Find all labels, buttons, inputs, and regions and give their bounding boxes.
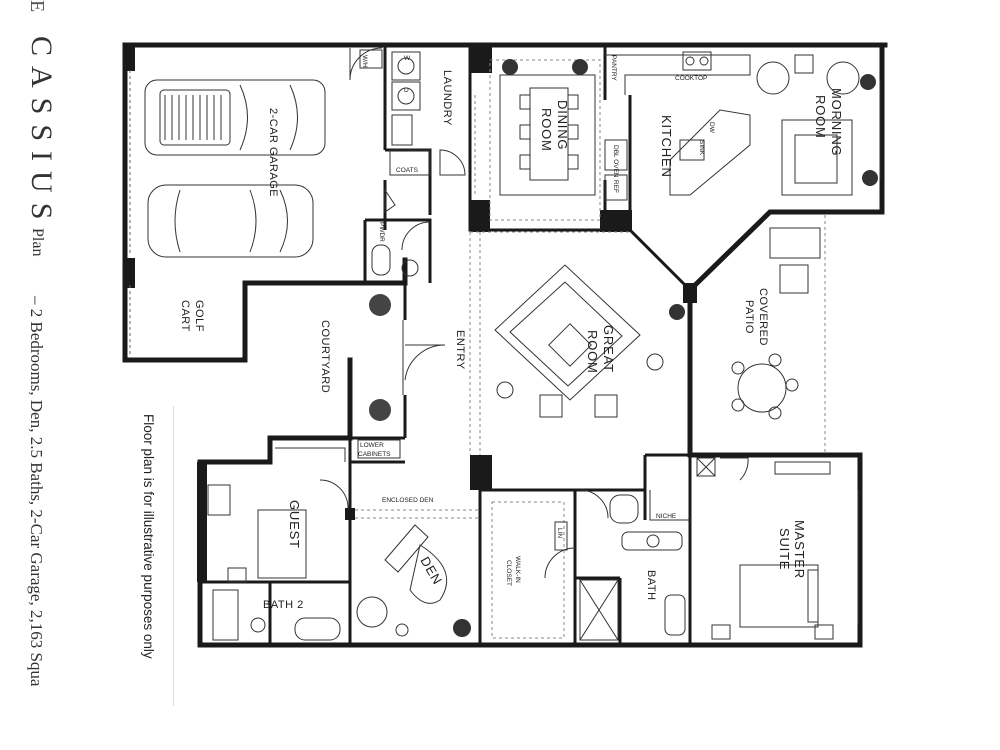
guest-room-label: GUEST — [287, 500, 302, 549]
lower-cabinets-label-1: LOWER — [360, 442, 384, 449]
double-oven-label: DBL OVEN — [612, 145, 619, 178]
entry-door — [402, 320, 446, 395]
master-suite-label-1: MASTER — [792, 520, 807, 579]
master-suite-furniture — [696, 457, 859, 640]
walk-in-closet-label-1: WALK-IN — [514, 556, 521, 583]
great-room-furniture — [494, 264, 664, 418]
garage-cars — [144, 79, 326, 258]
dining-label-1: DINING — [555, 100, 570, 150]
structural-columns — [123, 43, 697, 582]
morning-room-label-1: MORNING — [829, 88, 844, 156]
golf-cart-label-2: CART — [179, 300, 191, 332]
dining-furniture — [499, 74, 596, 196]
coats-label: COATS — [396, 167, 419, 174]
patio-furniture — [731, 227, 821, 420]
laundry-fixtures — [371, 51, 466, 277]
master-bath-fixtures — [544, 489, 690, 641]
linen-label: LIN — [556, 528, 563, 538]
den-label: DEN — [417, 554, 445, 587]
great-room-label-2: ROOM — [585, 330, 600, 374]
garage-label: 2-CAR GARAGE — [267, 108, 279, 197]
morning-room-label-2: ROOM — [813, 95, 828, 139]
dining-label-2: ROOM — [539, 108, 554, 152]
courtyard-plants — [369, 294, 391, 421]
pantry-label: PANTRY — [610, 55, 617, 81]
washer-label: W — [404, 55, 411, 62]
entry-label: ENTRY — [454, 330, 466, 370]
disclaimer-box — [133, 406, 174, 706]
kitchen-label: KITCHEN — [659, 115, 674, 178]
golf-cart-label-1: GOLF — [193, 300, 205, 332]
master-suite-label-2: SUITE — [777, 528, 792, 570]
kitchen-fixtures — [604, 51, 751, 201]
refrigerator-label: REF — [612, 180, 619, 193]
sink-label: SINK — [698, 140, 705, 156]
dryer-label: D — [404, 87, 409, 94]
den-furniture — [356, 439, 448, 637]
covered-patio-label-1: COVERED — [757, 288, 769, 346]
niche-label: NICHE — [656, 513, 677, 520]
laundry-label: LAUNDRY — [441, 70, 453, 126]
enclosed-den-label: ENCLOSED DEN — [382, 497, 434, 504]
guest-room-furniture — [207, 447, 349, 641]
disclaimer-text: Floor plan is for illustrative purposes … — [141, 414, 156, 659]
walk-in-closet-label-2: CLOSET — [505, 560, 512, 586]
powder-room-label: PWDR — [378, 222, 385, 242]
cooktop-label: COOKTOP — [675, 75, 707, 82]
dishwasher-label: DW — [708, 122, 715, 134]
courtyard-label: COURTYARD — [319, 320, 331, 393]
great-room-label-1: GREAT — [601, 325, 616, 373]
water-heater-label: W/H — [361, 55, 368, 68]
bath-2-label: BATH 2 — [263, 599, 304, 611]
morning-room-furniture — [756, 54, 881, 196]
bath-label: BATH — [645, 570, 657, 601]
covered-patio-label-2: PATIO — [743, 300, 755, 334]
exterior-walls — [122, 42, 888, 648]
lower-cabinets-label-2: CABINETS — [358, 451, 391, 458]
